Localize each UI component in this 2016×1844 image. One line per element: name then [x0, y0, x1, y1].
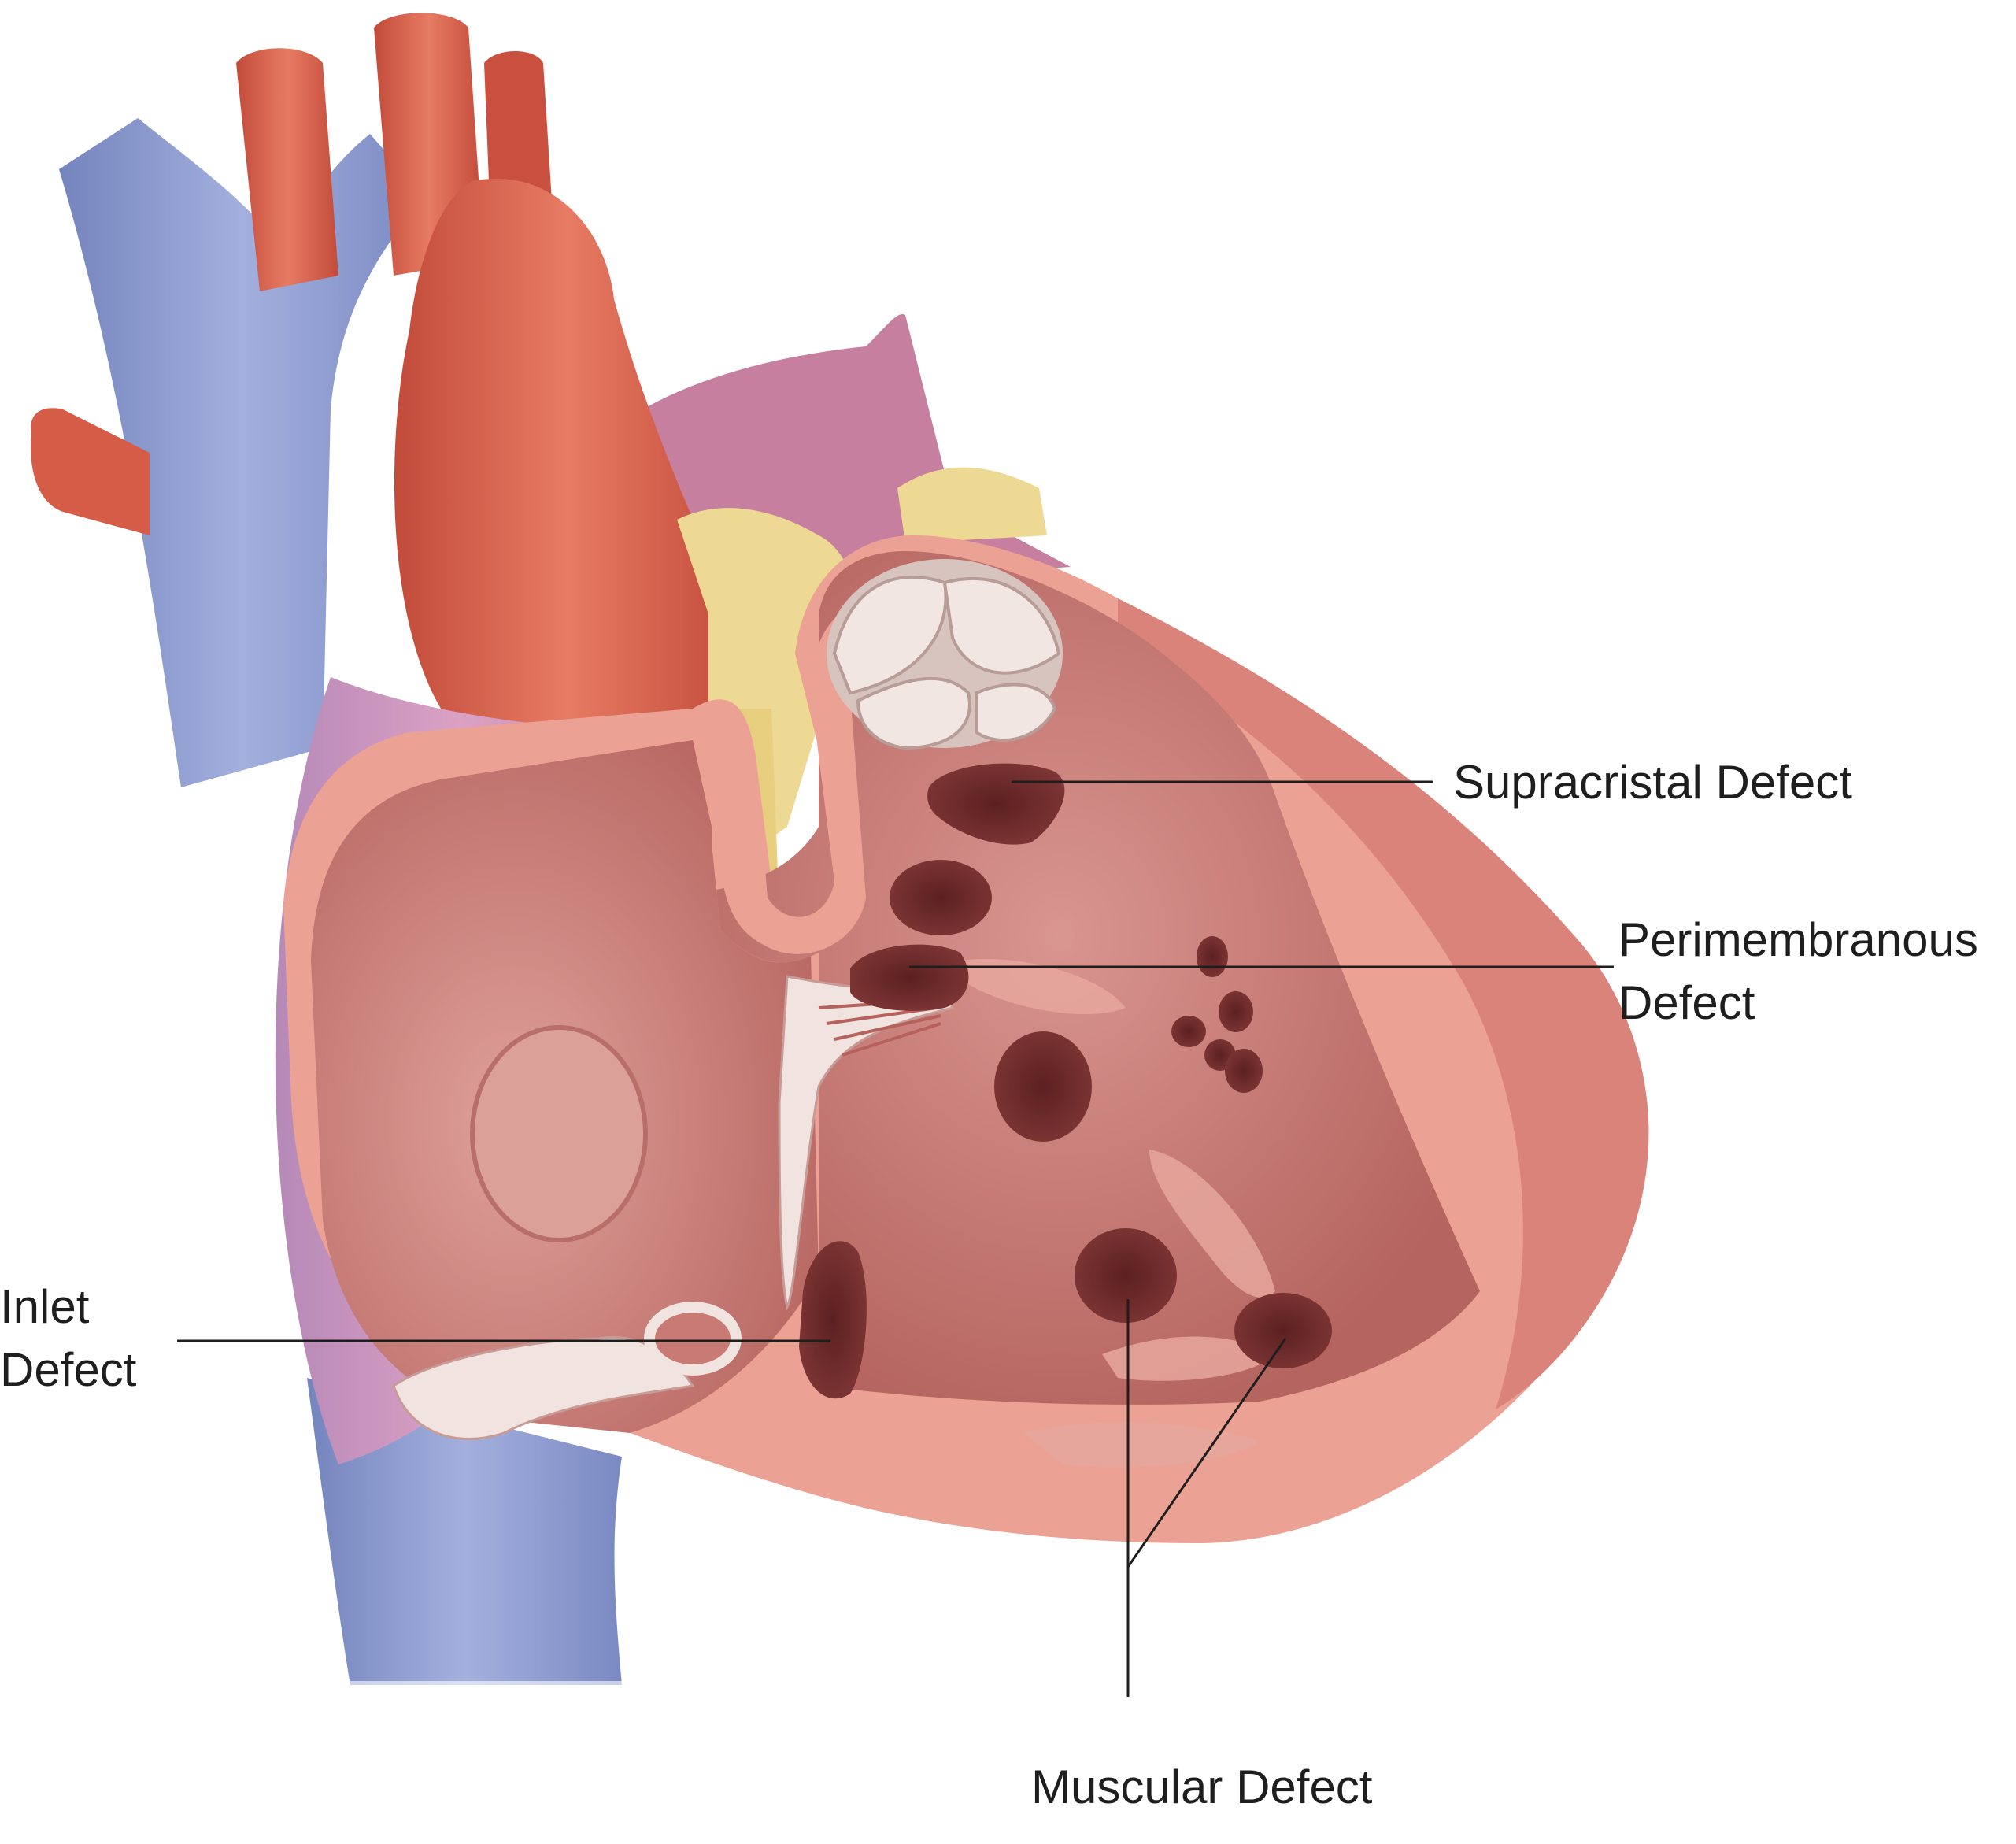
inferior-vena-cava: [307, 1378, 622, 1685]
label-inlet-line1: Inlet: [0, 1280, 90, 1333]
label-inlet-line2: Defect: [0, 1343, 137, 1396]
defect-holes: [799, 763, 1332, 1399]
label-inlet-defect: Inlet Defect: [0, 1276, 136, 1402]
label-perimembranous-line2: Defect: [1618, 976, 1755, 1029]
trabeculae: [960, 959, 1275, 1468]
septal-ridge: [693, 598, 913, 954]
right-pulmonary-artery: [31, 408, 150, 535]
fossa-ovalis: [470, 1025, 648, 1242]
superior-vena-cava: [59, 118, 425, 787]
label-muscular-defect: Muscular Defect: [1031, 1761, 1373, 1813]
ascending-aorta: [394, 178, 740, 790]
pulmonary-valve: [827, 559, 1063, 750]
leader-muscular-diagonal: [1126, 1338, 1287, 1568]
muscular-mid-hole: [994, 1031, 1092, 1142]
upper-small-hole: [890, 860, 992, 935]
label-perimembranous-line1: Perimembranous: [1618, 913, 1978, 966]
leader-lines: [177, 780, 1614, 1697]
ventricle-interior: [716, 551, 1480, 1405]
supracristal-hole: [927, 763, 1065, 845]
perimembranous-hole: [850, 944, 969, 1011]
label-perimembranous-defect: Perimembranous Defect: [1618, 909, 1978, 1035]
muscular-right-hole: [1234, 1293, 1332, 1368]
brachiocephalic-artery: [236, 48, 338, 291]
inlet-hole: [799, 1241, 867, 1399]
muscular-lower-hole: [1075, 1228, 1177, 1323]
label-supracristal-defect: Supracristal Defect: [1453, 756, 1852, 809]
